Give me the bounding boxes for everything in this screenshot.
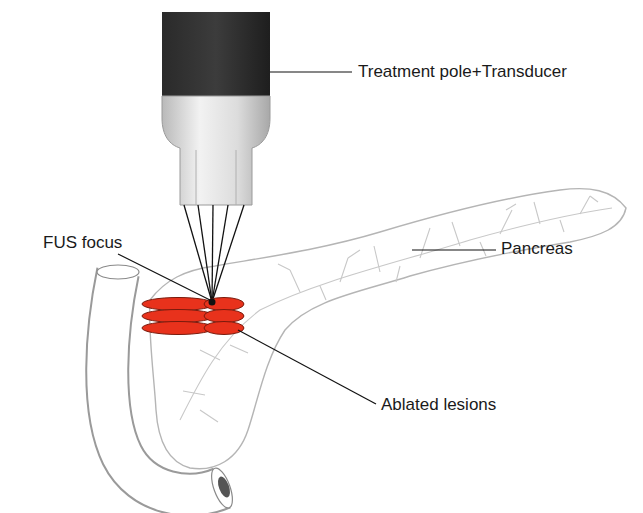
transducer [162, 12, 270, 205]
leader-lines [118, 72, 496, 404]
pancreatic-ducts [180, 196, 612, 422]
part-label: Ablated lesions [381, 395, 496, 415]
part-label: FUS focus [43, 233, 122, 253]
ultrasound-beams [184, 205, 244, 302]
pancreas-outline [150, 189, 626, 469]
part-label: Treatment pole+Transducer [358, 62, 567, 82]
ablated-lesions [142, 298, 244, 335]
part-label: Pancreas [501, 239, 573, 259]
